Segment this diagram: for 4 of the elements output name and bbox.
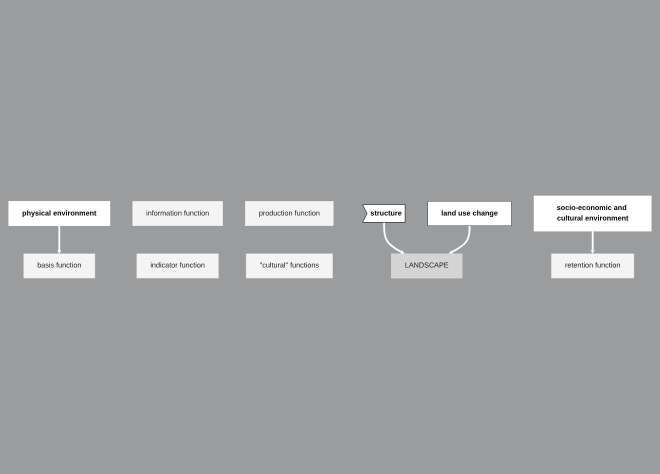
arrow — [383, 222, 405, 254]
arrow — [57, 226, 62, 254]
arrow — [590, 231, 595, 254]
arrow — [448, 226, 470, 254]
